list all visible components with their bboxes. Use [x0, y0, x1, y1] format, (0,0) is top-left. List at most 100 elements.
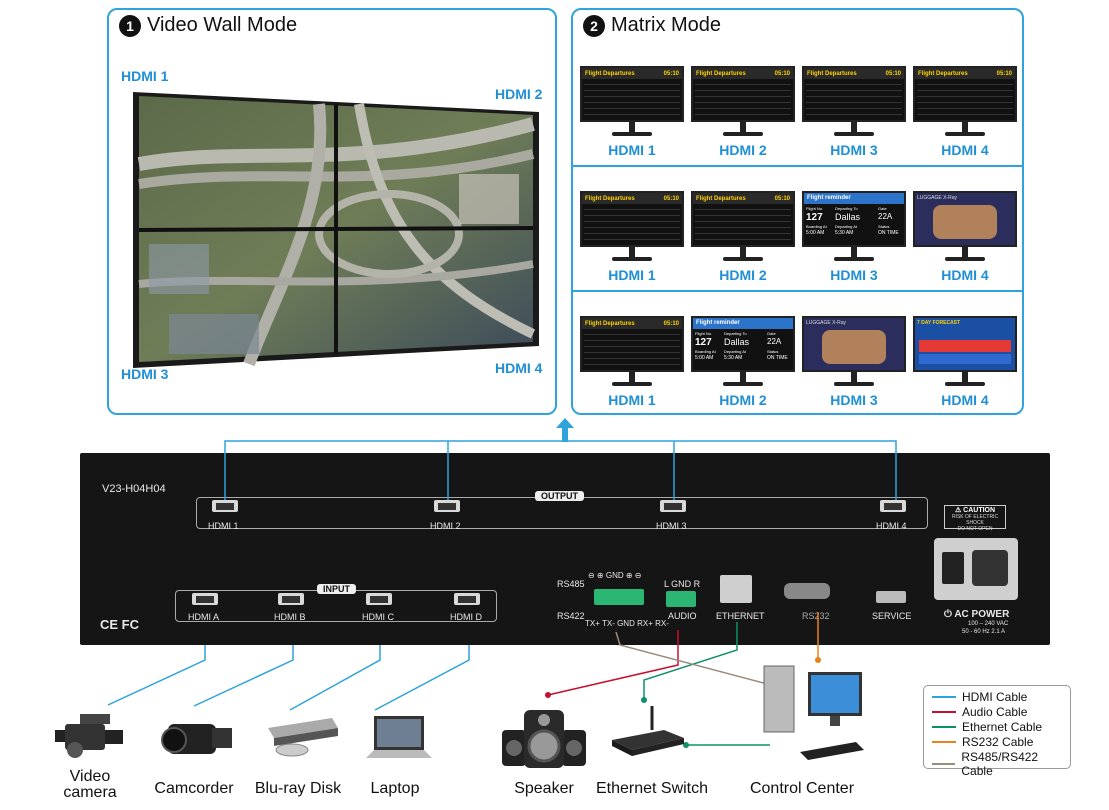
power-switch[interactable] — [942, 552, 964, 584]
ac-power-socket[interactable] — [934, 538, 1018, 600]
departures-time: 05:10 — [774, 70, 790, 77]
matrix-monitor-screen: Flight Departures 05:10 — [802, 66, 906, 122]
departures-title: Flight Departures — [696, 70, 746, 77]
arrow-up-icon — [556, 418, 574, 442]
departures-time: 05:10 — [663, 70, 679, 77]
video-wall-title-text: Video Wall Mode — [147, 14, 298, 36]
departures-row — [695, 216, 791, 222]
device-model: V23-H04H04 — [102, 483, 166, 495]
departures-time: 05:10 — [885, 70, 901, 77]
departures-row — [695, 103, 791, 109]
reminder-gate: 22A — [878, 212, 893, 221]
hdmi-output-label: HDMI 2 — [430, 521, 461, 531]
weather-bars — [919, 340, 1011, 352]
weather-bars-low — [919, 354, 1011, 364]
caution-label: ⚠ CAUTION RISK OF ELECTRIC SHOCK DO NOT … — [944, 505, 1006, 532]
departures-title: Flight Departures — [918, 70, 968, 77]
rs232-port[interactable] — [784, 583, 830, 599]
port-socket — [370, 596, 388, 603]
reminder-gate: 22A — [767, 337, 782, 346]
rs485-cable — [615, 631, 791, 691]
reminder-title: Flight reminder — [807, 195, 851, 201]
port-socket — [196, 596, 214, 603]
audio-terminal-block[interactable] — [666, 591, 696, 607]
service-port[interactable] — [876, 591, 906, 603]
input-label: INPUT — [317, 584, 356, 594]
ethernet-port[interactable] — [720, 575, 752, 603]
monitor-stand — [629, 372, 635, 382]
matrix-monitor-label: HDMI 3 — [830, 267, 878, 283]
port-socket — [282, 596, 300, 603]
panel-number-badge: 1 — [119, 14, 141, 37]
monitor-stand — [962, 372, 968, 382]
matrix-monitor-label: HDMI 3 — [830, 392, 878, 408]
matrix-monitor-label: HDMI 4 — [941, 267, 989, 283]
matrix-monitor-screen: LUGGAGE X-Ray — [802, 316, 906, 372]
monitor-foot — [612, 132, 652, 136]
service-label: SERVICE — [872, 611, 912, 621]
departures-row — [917, 103, 1013, 109]
ac-power-label: ⏻ AC POWER — [944, 609, 1010, 620]
departures-title: Flight Departures — [807, 70, 857, 77]
reminder-city: Dallas — [835, 212, 861, 222]
departures-row — [695, 79, 791, 85]
departures-title: Flight Departures — [585, 70, 635, 77]
hdmi-output-port[interactable] — [660, 500, 686, 512]
legend-label: Audio Cable — [962, 705, 1028, 719]
legend-label: HDMI Cable — [962, 690, 1028, 704]
legend-swatch — [932, 711, 956, 713]
reminder-departing-to-label: Departing To — [724, 331, 747, 336]
legend-item: HDMI Cable — [932, 690, 1027, 704]
video-wall-panel: 1 Video Wall Mode HDMI 1 HDMI 2 HDMI 3 H… — [107, 8, 557, 415]
ethernet-switch-label: Ethernet Switch — [595, 780, 709, 797]
departures-row — [584, 329, 680, 335]
matrix-title: 2 Matrix Mode — [583, 14, 721, 37]
reminder-flight: 127 — [806, 212, 823, 223]
hdmi-output-port[interactable] — [212, 500, 238, 512]
video-camera-label-line1: Video — [69, 768, 111, 785]
matrix-monitor-label: HDMI 2 — [719, 142, 767, 158]
matrix-monitor-screen: Flight Departures 05:10 — [580, 66, 684, 122]
hdmi-input-port[interactable] — [366, 593, 392, 605]
monitor-stand — [851, 247, 857, 257]
rs232-label: RS232 — [802, 611, 830, 621]
departures-row — [584, 353, 680, 359]
video-wall-title: 1 Video Wall Mode — [119, 14, 297, 37]
rs232-cable-end — [815, 657, 821, 663]
monitor-foot — [612, 257, 652, 261]
departures-row — [806, 103, 902, 109]
matrix-monitor-label: HDMI 4 — [941, 392, 989, 408]
monitor-foot — [612, 382, 652, 386]
legend-item: Audio Cable — [932, 705, 1027, 719]
departures-row — [584, 228, 680, 234]
video-wall-label-hdmi1: HDMI 1 — [121, 68, 169, 84]
audio-cable — [547, 630, 679, 696]
legend-swatch — [932, 763, 956, 765]
xray-label: LUGGAGE X-Ray — [917, 195, 958, 201]
rs485-terminal-block[interactable] — [594, 589, 644, 605]
legend-label: Ethernet Cable — [962, 720, 1043, 734]
monitor-foot — [834, 382, 874, 386]
panel-number-badge: 2 — [583, 14, 605, 37]
power-inlet — [972, 550, 1008, 586]
legend-swatch — [932, 726, 956, 728]
hdmi-output-port[interactable] — [880, 500, 906, 512]
hdmi-input-port[interactable] — [192, 593, 218, 605]
monitor-stand — [740, 372, 746, 382]
hdmi-input-port[interactable] — [278, 593, 304, 605]
departures-row — [584, 97, 680, 103]
departures-row — [917, 91, 1013, 97]
caution-title: ⚠ CAUTION — [954, 507, 996, 514]
xray-luggage-shape — [822, 330, 886, 364]
hdmi-input-label: HDMI A — [188, 612, 220, 622]
hdmi-input-port[interactable] — [454, 593, 480, 605]
monitor-stand — [740, 247, 746, 257]
matrix-monitor-label: HDMI 4 — [941, 142, 989, 158]
legend-item: Ethernet Cable — [932, 720, 1042, 734]
departures-row — [584, 347, 680, 353]
departures-row — [695, 222, 791, 228]
hdmi-output-port[interactable] — [434, 500, 460, 512]
reminder-boarding-label: Boarding At — [695, 349, 716, 354]
